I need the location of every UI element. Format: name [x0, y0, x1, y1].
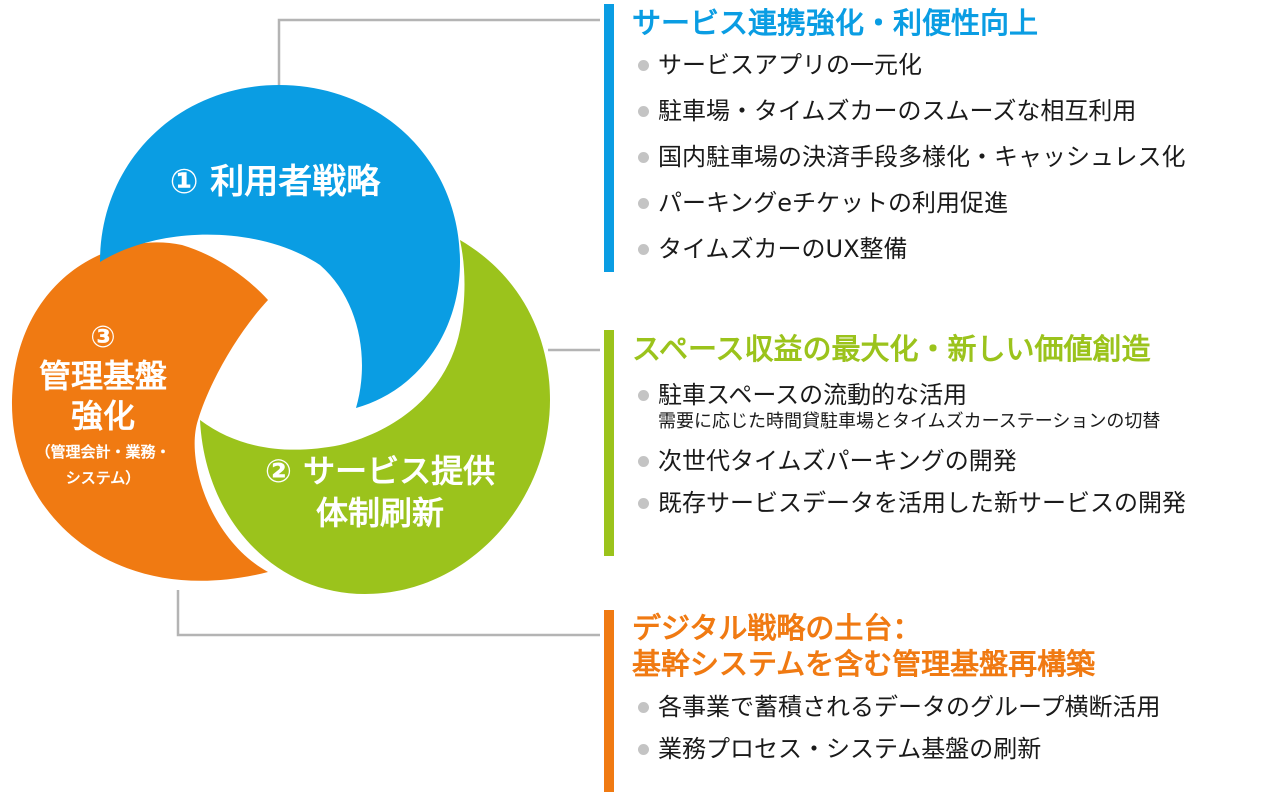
section-1-accent-bar — [604, 4, 614, 272]
bullet-dot-icon — [638, 60, 649, 71]
connector-line-1 — [277, 18, 600, 103]
section-service-integration: サービス連携強化・利便性向上 サービスアプリの一元化 駐車場・タイムズカーのスム… — [604, 4, 1280, 272]
bullet-dot-icon — [638, 744, 649, 755]
ring-2-line-2: 体制刷新 — [315, 494, 444, 532]
ring-blue — [100, 85, 460, 408]
section-2-list: 駐車スペースの流動的な活用需要に応じた時間貸駐車場とタイムズカーステーションの切… — [632, 380, 1280, 518]
ring-3-sub-1: （管理会計・業務・ — [35, 443, 171, 461]
section-1-title: サービス連携強化・利便性向上 — [632, 6, 1039, 40]
ring-green — [200, 240, 550, 594]
ring-label-user-strategy: ① 利用者戦略 — [169, 162, 381, 202]
ring-3-number: ③ — [90, 320, 116, 355]
ring-3-line-1: 管理基盤 — [38, 357, 167, 395]
list-item-note: 需要に応じた時間貸駐車場とタイムズカーステーションの切替 — [658, 411, 1161, 432]
list-item: サービスアプリの一元化 — [632, 50, 1280, 80]
bullet-dot-icon — [638, 498, 649, 509]
list-item: 駐車スペースの流動的な活用需要に応じた時間貸駐車場とタイムズカーステーションの切… — [632, 380, 1280, 434]
ring-label-management-base: ③ 管理基盤 強化 （管理会計・業務・ システム） — [8, 320, 198, 488]
list-item: パーキングeチケットの利用促進 — [632, 188, 1280, 218]
list-item: タイムズカーのUX整備 — [632, 234, 1280, 264]
ring-label-service-structure: ② サービス提供 体制刷新 — [215, 450, 545, 534]
section-digital-foundation: デジタル戦略の土台： 基幹システムを含む管理基盤再構築 各事業で蓄積されるデータ… — [604, 610, 1280, 792]
list-item: 駐車場・タイムズカーのスムーズな相互利用 — [632, 96, 1280, 126]
bullet-dot-icon — [638, 106, 649, 117]
ring-3-line-2: 強化 — [70, 397, 135, 435]
section-1-list: サービスアプリの一元化 駐車場・タイムズカーのスムーズな相互利用 国内駐車場の決… — [632, 50, 1280, 264]
list-item: 業務プロセス・システム基盤の刷新 — [632, 734, 1280, 764]
list-item: 国内駐車場の決済手段多様化・キャッシュレス化 — [632, 142, 1280, 172]
bullet-dot-icon — [638, 198, 649, 209]
list-item: 次世代タイムズパーキングの開発 — [632, 446, 1280, 476]
section-2-accent-bar — [604, 330, 614, 556]
section-3-title-line-1: デジタル戦略の土台： — [632, 611, 922, 645]
connector-line-3 — [176, 590, 600, 637]
ring-3-sub-2: システム） — [65, 469, 141, 487]
ring-2-line-1: ② サービス提供 — [264, 452, 496, 490]
list-item: 各事業で蓄積されるデータのグループ横断活用 — [632, 692, 1280, 722]
bullet-dot-icon — [638, 244, 649, 255]
section-3-title-line-2: 基幹システムを含む管理基盤再構築 — [632, 647, 1096, 681]
section-3-list: 各事業で蓄積されるデータのグループ横断活用 業務プロセス・システム基盤の刷新 — [632, 692, 1280, 764]
bullet-dot-icon — [638, 152, 649, 163]
section-3-accent-bar — [604, 610, 614, 792]
section-2-title: スペース収益の最大化・新しい価値創造 — [632, 332, 1151, 366]
bullet-dot-icon — [638, 456, 649, 467]
bullet-dot-icon — [638, 390, 649, 401]
list-item: 既存サービスデータを活用した新サービスの開発 — [632, 488, 1280, 518]
bullet-dot-icon — [638, 702, 649, 713]
section-space-revenue: スペース収益の最大化・新しい価値創造 駐車スペースの流動的な活用需要に応じた時間… — [604, 330, 1280, 556]
ring-orange — [11, 242, 268, 581]
